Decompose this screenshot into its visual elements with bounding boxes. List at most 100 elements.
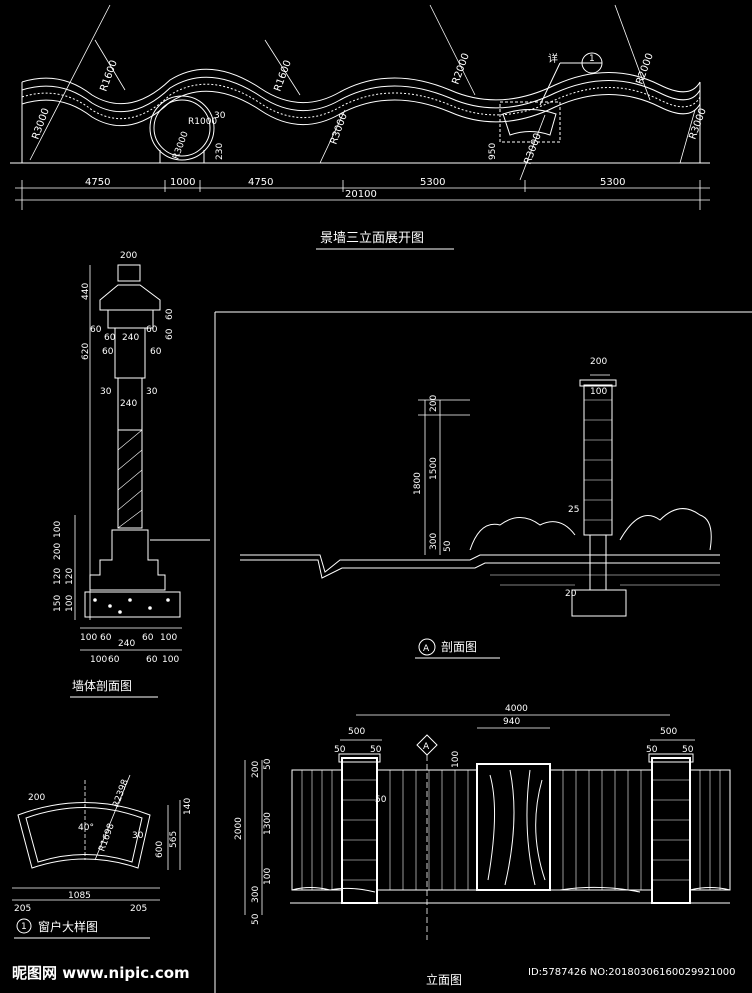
radius-label: R2398 [111,778,130,809]
dim-label: 600 [155,841,165,858]
dim-label: 1300 [263,812,273,835]
title-window-detail: 窗户大样图 [38,919,98,934]
dim-label: 50 [646,745,658,755]
radius-label: R1000 [188,117,217,127]
radius-label: R2000 [634,52,655,86]
dim-label: 60 [146,325,158,335]
dim-label: 60 [108,655,120,665]
dim-label: 50 [334,745,346,755]
dim-label: 100 [90,655,107,665]
dim-label: 300 [429,533,439,550]
radius-label: R3000 [522,132,543,166]
dim-label: 1000 [170,177,195,188]
dim-label: 30 [132,831,144,841]
dim-label: 150 [53,595,63,612]
dim-label: 240 [120,399,137,409]
dim-label: 205 [14,904,31,914]
dim-label: 200 [120,251,137,261]
dim-label: 100 [80,633,97,643]
title-wall-section: 墙体剖面图 [72,679,132,693]
radius-label: R2000 [450,52,471,86]
total-dim-label: 20100 [345,189,377,200]
dim-label: 4000 [505,704,528,714]
dim-label: 60 [146,655,158,665]
window-detail-labels: 200 R2398 R1698 40° 30 600 565 140 1085 … [14,778,193,939]
dim-label: 200 [28,793,45,803]
dim-label: 940 [503,717,520,727]
dim-label: 100 [451,751,461,768]
dim-label: 200 [251,761,261,778]
dim-label: 200 [590,357,607,367]
window-detail-drawing [12,774,181,934]
dim-label: 100 [590,387,607,397]
radius-label: R3000 [328,112,349,146]
dim-label: 60 [150,347,162,357]
section-marker: A [423,644,430,654]
dim-label: 4750 [248,177,273,188]
dim-label: 300 [251,886,261,903]
dim-label: 50 [682,745,694,755]
dim-label: 1500 [429,457,439,480]
dim-label: 230 [215,143,225,160]
dim-label: 50 [370,745,382,755]
dim-label: 440 [81,283,91,300]
title-front-elevation: 立面图 [426,972,462,987]
dim-label: 1800 [413,472,423,495]
dim-label: 30 [146,387,158,397]
front-elevation-labels: 4000 940 500 50 50 500 50 50 2000 200 50… [234,704,694,987]
dim-label: 25 [568,505,579,515]
dim-label: 200 [429,395,439,412]
dim-label: 950 [488,143,498,160]
dim-label: 60 [142,633,154,643]
radius-label: R1698 [97,822,116,853]
dim-label: 240 [122,333,139,343]
dim-label: 200 [53,543,63,560]
radius-label: R1600 [272,59,293,93]
dim-label: 20 [565,589,577,599]
dim-label: 30 [100,387,112,397]
dim-label: 500 [348,727,365,737]
dim-label: 50 [375,795,387,805]
section-a-labels: 200 100 200 1800 1500 300 50 25 20 A 剖面图 [413,357,607,659]
dim-label: 120 [53,568,63,585]
dim-label: 60 [102,347,114,357]
dim-label: 565 [169,831,179,848]
section-marker: A [423,742,430,752]
elevation-unfold-drawing [10,4,710,210]
dim-label: 140 [183,798,193,815]
dim-label: 50 [443,540,453,552]
detail-ref-number: 1 [589,54,595,64]
angle-label: 40° [78,823,94,833]
dim-label: 30 [214,111,226,121]
dim-label: 100 [162,655,179,665]
dim-label: 120 [65,568,75,585]
front-elevation-drawing [244,714,731,940]
title-section-a: 剖面图 [441,640,477,654]
dim-label: 100 [53,521,63,538]
detail-callout-label: 详 [548,52,558,65]
radius-label: R3000 [171,130,190,161]
dim-label: 100 [160,633,177,643]
dim-label: 50 [251,913,261,925]
dim-label: 205 [130,904,147,914]
elevation-unfold-labels: R1600 R1600 R2000 R2000 R3000 R3000 R300… [30,52,709,250]
dim-label: 60 [165,328,175,340]
section-a-drawing [240,374,720,656]
title-elevation-unfold: 景墙三立面展开图 [320,231,424,246]
dim-label: 60 [90,325,102,335]
dim-label: 1085 [68,891,91,901]
detail-number: 1 [21,922,27,932]
dim-label: 2000 [234,817,244,840]
dim-label: 60 [104,333,116,343]
wall-section-labels: 200 440 620 60 60 60 60 60 240 60 60 30 … [53,251,179,698]
dim-label: 620 [81,343,91,360]
dim-label: 4750 [85,177,110,188]
dim-label: 60 [165,308,175,320]
dim-label: 100 [65,595,75,612]
dim-label: 5300 [600,177,625,188]
dim-label: 240 [118,639,135,649]
watermark-logo: 昵图网 www.nipic.com [12,964,190,982]
watermark-id: ID:5787426 NO:20180306160029921000 [528,967,736,978]
wall-section-drawing [74,264,210,651]
